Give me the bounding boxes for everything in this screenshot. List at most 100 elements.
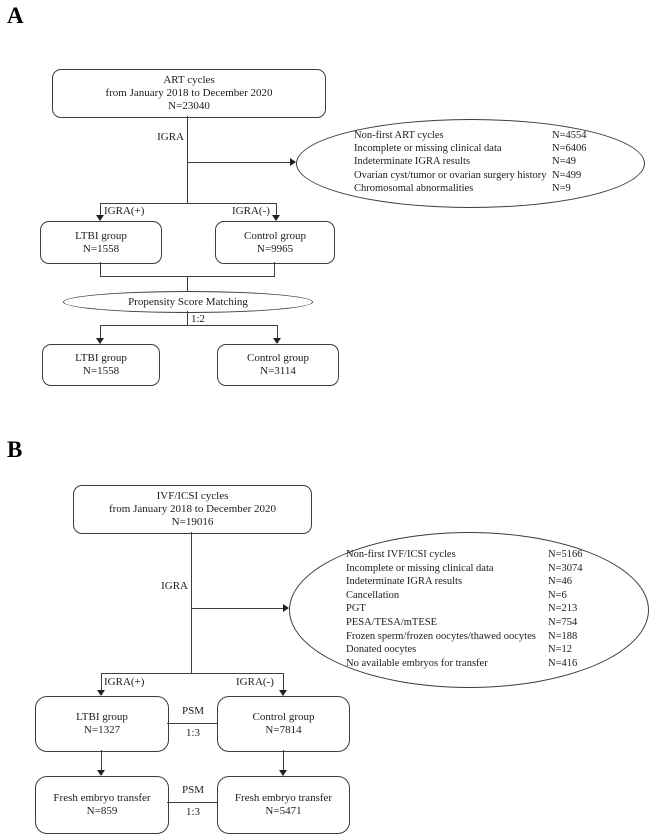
connector-b-exclusion (192, 608, 283, 609)
connector-b-psm-1 (167, 723, 217, 724)
psm-label-2: PSM (181, 784, 205, 796)
connector-a-branch2-right (277, 325, 278, 339)
connector-b-main-vertical (191, 532, 192, 673)
exclusion-row: Donated oocytes N=12 (346, 643, 641, 657)
connector-b-ltbi-down (101, 750, 102, 771)
node-title: LTBI group (75, 229, 127, 242)
node-ltbi-group-b: LTBI group N=1327 (35, 696, 169, 752)
node-title: Fresh embryo transfer (234, 792, 333, 804)
exclusion-row: Chromosomal abnormalities N=9 (354, 182, 634, 195)
node-ivf-icsi-cycles: IVF/ICSI cycles from January 2018 to Dec… (73, 485, 312, 534)
exclusion-list-b: Non-first IVF/ICSI cycles N=5166 Incompl… (346, 548, 641, 670)
node-title: Control group (243, 229, 307, 242)
ratio-label-a: 1:2 (191, 313, 206, 325)
node-title: LTBI group (75, 352, 127, 364)
exclusion-label: Indeterminate IGRA results (354, 156, 471, 168)
edge-label-igra-neg-b: IGRA(-) (236, 676, 274, 688)
node-count: N=1558 (82, 242, 120, 255)
connector-a-exclusion (188, 162, 290, 163)
exclusion-label: Chromosomal abnormalities (354, 182, 474, 194)
arrowhead-a-exclusion (290, 158, 296, 166)
edge-label-igra-neg-a: IGRA(-) (232, 205, 270, 217)
exclusion-label: Non-first ART cycles (354, 130, 444, 141)
exclusion-value: N=3074 (548, 562, 583, 574)
exclusion-value: N=188 (548, 630, 578, 642)
exclusion-list-a: Non-first ART cycles N=4554 Incomplete o… (354, 129, 634, 195)
edge-label-igra-b: IGRA (161, 580, 188, 592)
node-fresh-transfer-ltbi: Fresh embryo transfer N=859 (35, 776, 169, 834)
connector-b-control-down (283, 750, 284, 771)
panel-a-label: A (7, 3, 24, 28)
node-subtitle: from January 2018 to December 2020 (108, 503, 277, 515)
exclusion-row: PGT N=213 (346, 602, 641, 616)
exclusion-row: Incomplete or missing clinical data N=64… (354, 142, 634, 155)
connector-b-branch (101, 673, 284, 674)
psm-label-1: PSM (181, 705, 205, 717)
arrowhead-b-fresh-ltbi (97, 770, 105, 776)
exclusion-label: PGT (346, 603, 366, 615)
exclusion-value: N=4554 (552, 130, 587, 141)
exclusion-row: Indeterminate IGRA results N=49 (354, 155, 634, 168)
node-fresh-transfer-control: Fresh embryo transfer N=5471 (217, 776, 350, 834)
arrowhead-b-control (279, 690, 287, 696)
exclusion-label: Indeterminate IGRA results (346, 576, 463, 588)
arrowhead-b-fresh-control (279, 770, 287, 776)
exclusion-row: Indeterminate IGRA results N=46 (346, 575, 641, 589)
node-count: N=3114 (260, 365, 296, 377)
connector-a-branch2 (100, 325, 278, 326)
node-count: N=5471 (265, 805, 302, 817)
ellipse-exclusions-b (289, 532, 649, 688)
exclusion-value: N=46 (548, 576, 573, 588)
ratio-label-b1: 1:3 (185, 727, 201, 739)
psm-label: Propensity Score Matching (128, 296, 248, 308)
connector-a-merge-right (274, 262, 275, 276)
arrowhead-b-ltbi (97, 690, 105, 696)
node-subtitle: from January 2018 to December 2020 (105, 87, 273, 99)
node-title: Control group (246, 352, 310, 364)
exclusion-row: Non-first ART cycles N=4554 (354, 129, 634, 142)
node-title: ART cycles (163, 74, 215, 86)
connector-a-branch-right (276, 203, 277, 216)
node-count: N=23040 (168, 100, 210, 112)
exclusion-value: N=416 (548, 657, 578, 669)
exclusion-value: N=6406 (552, 143, 587, 155)
arrowhead-a-matched-control (273, 338, 281, 344)
panel-b-label: B (7, 437, 23, 462)
connector-a-branch (100, 203, 277, 204)
exclusion-row: Incomplete or missing clinical data N=30… (346, 562, 641, 576)
node-count: N=7814 (265, 724, 302, 736)
exclusion-value: N=9 (552, 182, 571, 194)
arrowhead-a-ltbi (96, 215, 104, 221)
edge-label-igra-a: IGRA (157, 131, 184, 143)
connector-b-branch-right (283, 673, 284, 691)
connector-b-branch-left (101, 673, 102, 691)
exclusion-value: N=12 (548, 644, 573, 656)
node-title: IVF/ICSI cycles (156, 490, 229, 502)
ratio-label-b2: 1:3 (185, 806, 201, 818)
exclusion-label: Cancellation (346, 589, 400, 601)
exclusion-value: N=754 (548, 616, 578, 628)
exclusion-label: Non-first IVF/ICSI cycles (346, 549, 456, 560)
exclusion-value: N=49 (552, 156, 577, 168)
exclusion-label: Frozen sperm/frozen oocytes/thawed oocyt… (346, 630, 536, 642)
node-matched-control-group-a: Control group N=3114 (217, 344, 339, 386)
exclusion-row: Frozen sperm/frozen oocytes/thawed oocyt… (346, 630, 641, 644)
exclusion-row: PESA/TESA/mTESE N=754 (346, 616, 641, 630)
node-art-cycles: ART cycles from January 2018 to December… (52, 69, 326, 118)
node-matched-ltbi-group-a: LTBI group N=1558 (42, 344, 160, 386)
connector-a-branch2-left (100, 325, 101, 339)
exclusion-row: Non-first IVF/ICSI cycles N=5166 (346, 548, 641, 562)
arrowhead-a-control (272, 215, 280, 221)
ellipse-psm-a: Propensity Score Matching (63, 291, 313, 313)
exclusion-row: Ovarian cyst/tumor or ovarian surgery hi… (354, 169, 634, 182)
exclusion-value: N=6 (548, 589, 567, 601)
exclusion-label: Incomplete or missing clinical data (354, 143, 502, 155)
node-count: N=19016 (171, 516, 214, 528)
exclusion-label: Incomplete or missing clinical data (346, 562, 494, 574)
edge-label-igra-pos-b: IGRA(+) (104, 676, 145, 688)
connector-a-main-vertical (187, 116, 188, 203)
node-count: N=1327 (83, 724, 121, 736)
node-title: Control group (252, 711, 315, 723)
connector-b-psm-2 (167, 802, 217, 803)
